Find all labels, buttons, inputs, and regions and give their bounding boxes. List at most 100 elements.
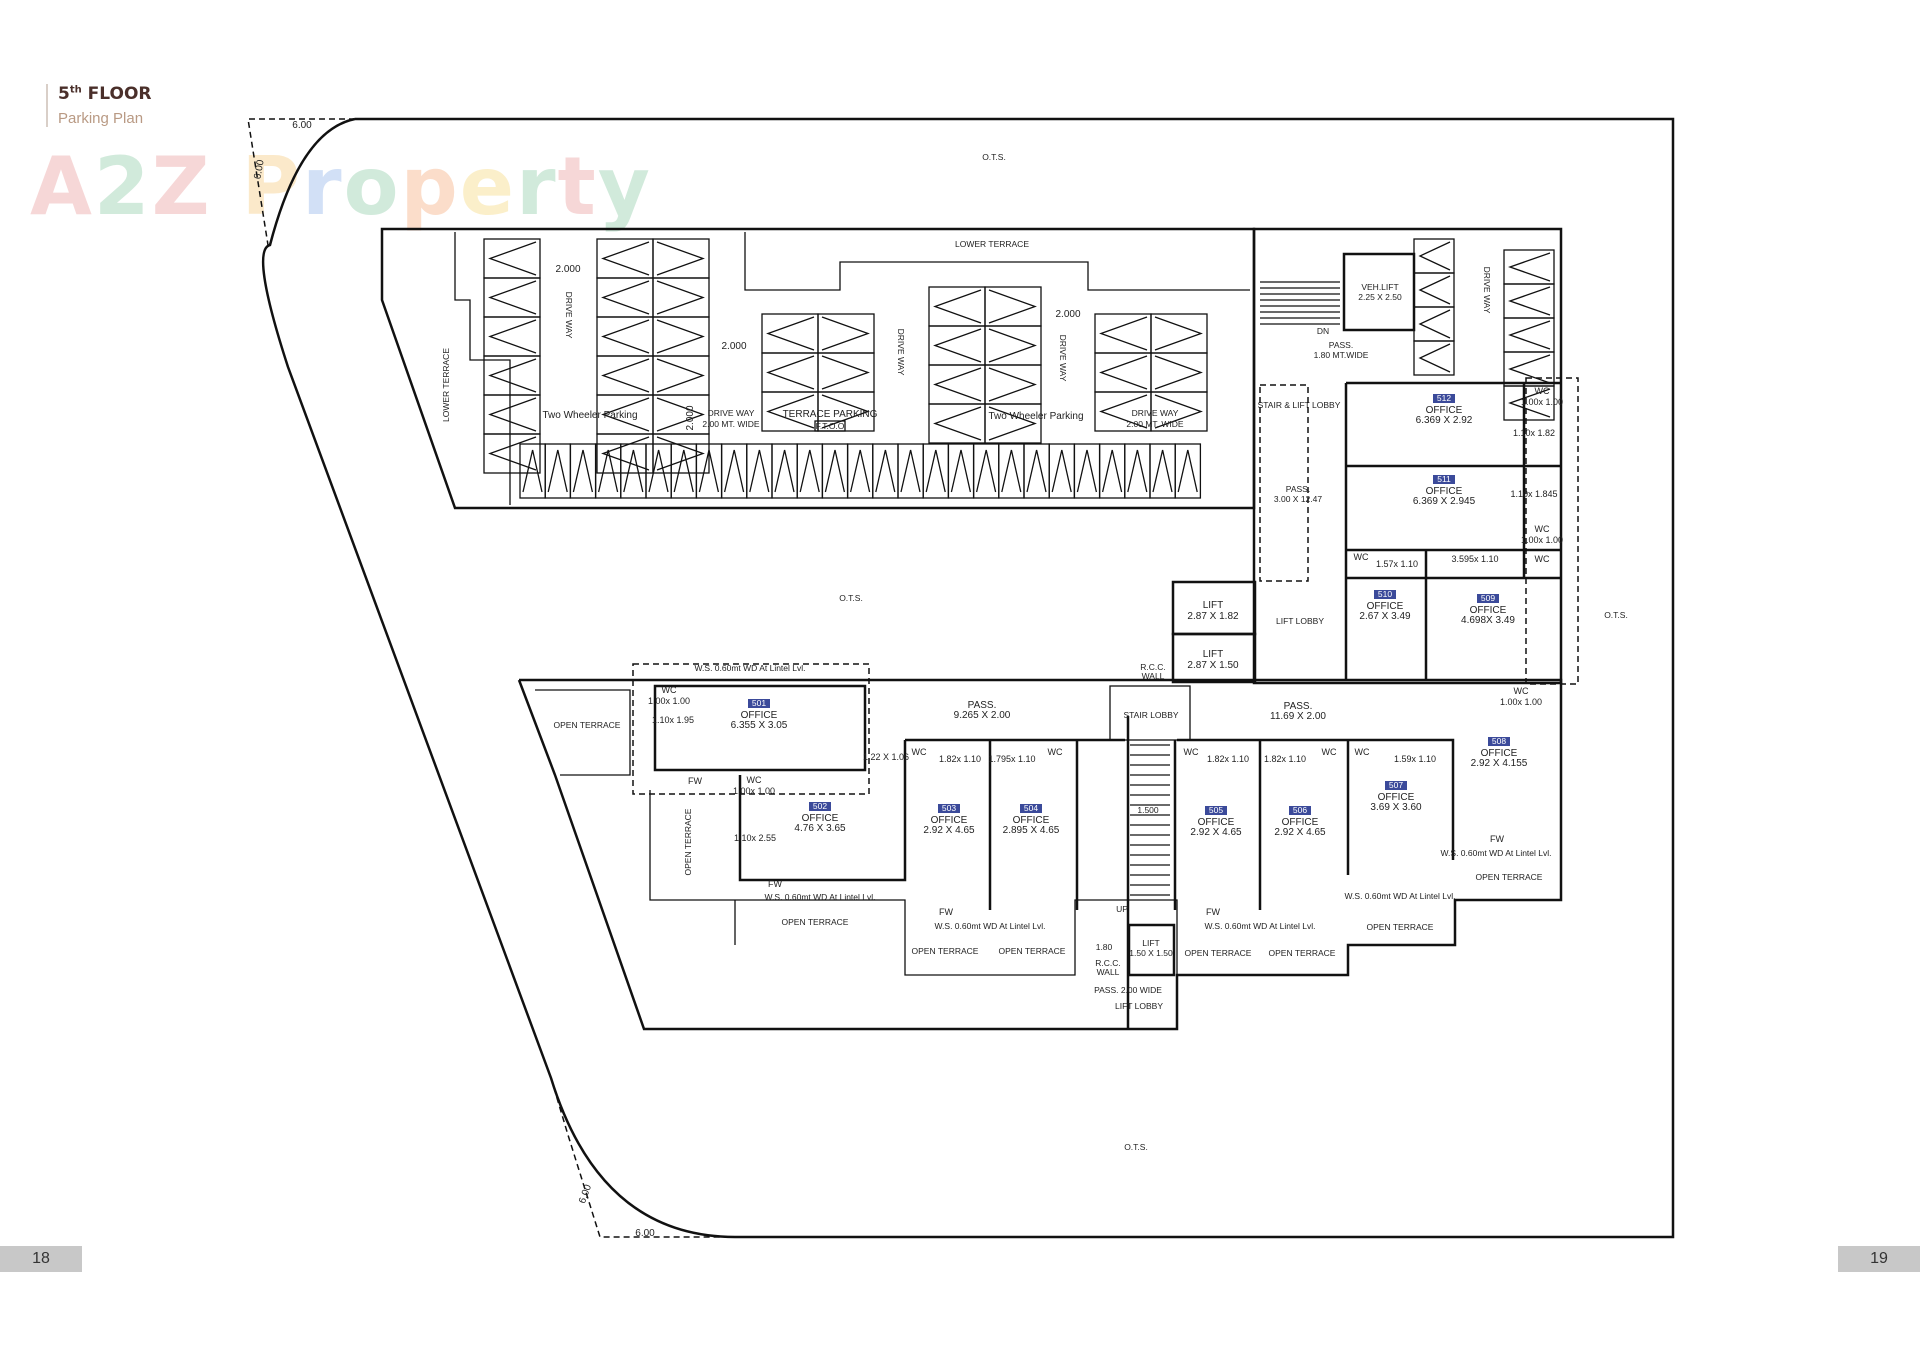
wall-label: WALL bbox=[1142, 671, 1165, 681]
open-terrace-label: OPEN TERRACE bbox=[683, 808, 693, 875]
room-size: 1.82x 1.10 bbox=[1264, 754, 1306, 764]
lift-size: 1.50 X 1.50 bbox=[1129, 948, 1173, 958]
office-size: 2.895 X 4.65 bbox=[1003, 825, 1060, 836]
wc-label: WC bbox=[1355, 747, 1370, 757]
car-slot bbox=[1094, 352, 1152, 393]
car-slot bbox=[483, 277, 541, 318]
pass-dashed bbox=[1259, 384, 1309, 582]
car-slot-mark bbox=[601, 436, 650, 471]
site-boundary bbox=[261, 117, 1675, 1239]
car-slot bbox=[652, 355, 710, 396]
bike-slot-mark bbox=[824, 449, 846, 493]
stair-lobby-label: STAIR LOBBY bbox=[1123, 710, 1178, 720]
room-size: 1.10x 1.845 bbox=[1510, 489, 1557, 499]
car-slot-mark bbox=[1508, 286, 1551, 316]
unit-number: 508 bbox=[1492, 736, 1506, 746]
rcc-label: R.C.C. bbox=[1095, 958, 1121, 968]
unit-number: 509 bbox=[1481, 593, 1495, 603]
car-slot bbox=[984, 364, 1042, 405]
bike-slot-mark bbox=[597, 449, 619, 493]
unit-number: 502 bbox=[813, 801, 827, 811]
car-slot bbox=[652, 394, 710, 435]
office-partitions-lower bbox=[653, 684, 1455, 1029]
car-slot-mark bbox=[1508, 388, 1551, 418]
lower-block bbox=[517, 678, 1563, 1031]
car-slot bbox=[1150, 313, 1208, 354]
office-size: 6.355 X 3.05 bbox=[731, 720, 788, 731]
watermark-letter: e bbox=[459, 140, 517, 233]
car-slot bbox=[596, 238, 654, 279]
lift-lobby-label: LIFT LOBBY bbox=[1115, 1001, 1163, 1011]
dim-label: 1.500 bbox=[1137, 805, 1159, 815]
car-slot-mark bbox=[1418, 275, 1451, 305]
ots-label: O.T.S. bbox=[1124, 1142, 1148, 1152]
driveway-label: DRIVE WAY bbox=[1482, 267, 1492, 314]
wc-size: 1.00x 1.00 bbox=[1521, 397, 1563, 407]
driveway-label: DRIVE WAY bbox=[1058, 335, 1068, 382]
car-slot-mark bbox=[933, 367, 982, 402]
driveway-label: DRIVE WAY bbox=[1132, 408, 1179, 418]
lower-terrace-edge bbox=[454, 232, 1250, 505]
bike-slot-mark bbox=[1152, 449, 1173, 493]
pass-label: PASS. 2.00 WIDE bbox=[1094, 985, 1162, 995]
room-size: 1.82x 1.10 bbox=[1207, 754, 1249, 764]
wc-size: 1.00x 1.00 bbox=[648, 696, 690, 706]
watermark-letter: p bbox=[400, 140, 460, 233]
open-terrace-label: OPEN TERRACE bbox=[1185, 948, 1252, 958]
dim-label: 2.000 bbox=[1055, 309, 1080, 320]
driveway-label: DRIVE WAY bbox=[708, 408, 755, 418]
watermark-letter: r bbox=[302, 140, 344, 233]
car-slot-mark bbox=[656, 397, 705, 432]
wc-size: 1.00x 1.00 bbox=[733, 786, 775, 796]
watermark-letter: A bbox=[30, 140, 94, 233]
car-slot-mark bbox=[933, 328, 982, 363]
car-slot-mark bbox=[1099, 394, 1148, 429]
dim-label: 2.000 bbox=[721, 341, 746, 352]
car-slot-mark bbox=[1099, 355, 1148, 390]
car-slot-mark bbox=[1418, 343, 1451, 373]
wc-label: WC bbox=[1535, 524, 1550, 534]
page-number-left: 18 bbox=[0, 1246, 82, 1272]
car-slot bbox=[1150, 352, 1208, 393]
stair-lobby bbox=[1109, 685, 1191, 741]
unit-number-badge bbox=[809, 802, 831, 811]
veh-lift-size: 2.25 X 2.50 bbox=[1358, 292, 1402, 302]
car-slot bbox=[596, 316, 654, 357]
bike-slot-mark bbox=[925, 449, 946, 493]
bike-slot-mark bbox=[1127, 449, 1148, 493]
pass-size: 11.69 X 2.00 bbox=[1270, 711, 1326, 722]
office-size: 2.67 X 3.49 bbox=[1359, 611, 1411, 622]
office-label: OFFICE bbox=[1013, 815, 1050, 826]
dim-label: 2.000 bbox=[685, 405, 696, 430]
dim-label: 1.80 bbox=[1096, 942, 1113, 952]
car-slot-mark bbox=[1154, 394, 1203, 429]
office-size: 2.92 X 4.155 bbox=[1471, 758, 1528, 769]
car-slot bbox=[817, 391, 875, 432]
car-slot bbox=[483, 355, 541, 396]
bike-slot bbox=[1174, 443, 1202, 499]
unit-number-badge bbox=[938, 804, 960, 813]
bike-slot-mark bbox=[1051, 449, 1072, 493]
unit-number: 511 bbox=[1437, 474, 1451, 484]
bike-slot-mark bbox=[723, 449, 745, 493]
car-slot-mark bbox=[933, 406, 982, 441]
wc-size: 1.00x 1.00 bbox=[1521, 535, 1563, 545]
wc-label: WC bbox=[1184, 747, 1199, 757]
bike-slot-mark bbox=[673, 449, 694, 493]
car-slot bbox=[1150, 391, 1208, 432]
car-slot-mark bbox=[488, 436, 537, 471]
dim-label: 6.00 bbox=[635, 1228, 655, 1239]
pass-label: PASS. bbox=[968, 700, 997, 711]
car-slot bbox=[652, 277, 710, 318]
unit-number-badge bbox=[1385, 781, 1407, 790]
floor-number: 5 bbox=[58, 84, 70, 104]
pass-label: PASS. bbox=[1284, 701, 1313, 712]
lift-2 bbox=[1171, 632, 1257, 684]
office-label: OFFICE bbox=[741, 710, 778, 721]
pass-label: PASS. bbox=[1286, 484, 1310, 494]
wc-size: 1.00x 1.00 bbox=[1500, 697, 1542, 707]
